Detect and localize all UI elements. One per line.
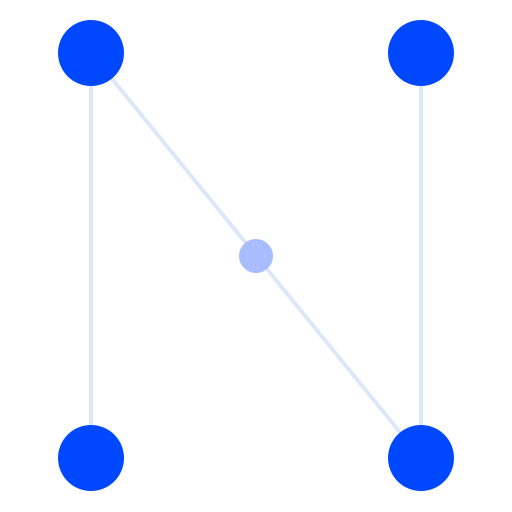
- node-bottom-left: [58, 425, 124, 491]
- node-top-right: [388, 20, 454, 86]
- node-top-left: [58, 20, 124, 86]
- node-center: [239, 239, 273, 273]
- node-bottom-right: [388, 425, 454, 491]
